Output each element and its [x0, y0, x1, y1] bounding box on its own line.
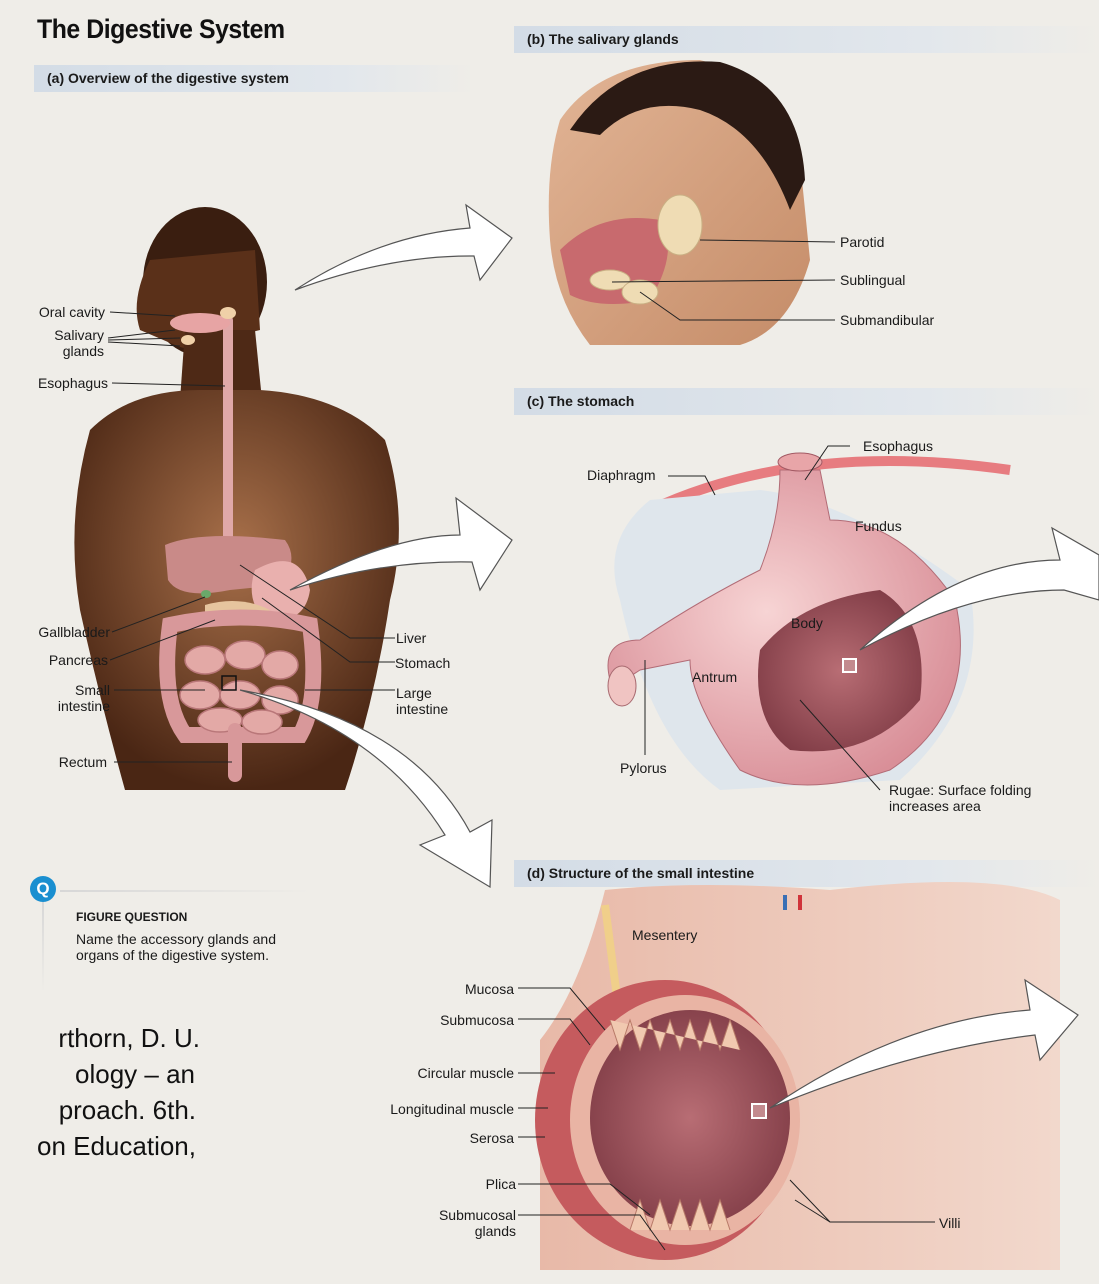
face-illustration — [549, 60, 810, 345]
figure-question-title: FIGURE QUESTION — [76, 910, 187, 924]
label-salivary-glands: Salivary glands — [36, 327, 104, 359]
question-icon: Q — [30, 876, 56, 902]
label-longitudinal-muscle: Longitudinal muscle — [370, 1101, 514, 1117]
label-submucosa: Submucosa — [400, 1012, 514, 1028]
label-pancreas: Pancreas — [10, 652, 108, 668]
label-parotid: Parotid — [840, 234, 884, 250]
label-sublingual: Sublingual — [840, 272, 905, 288]
label-rugae: Rugae: Surface folding increases area — [889, 782, 1049, 814]
question-divider — [42, 902, 44, 992]
label-serosa: Serosa — [400, 1130, 514, 1146]
small-intestine-illustration — [535, 882, 1060, 1270]
citation-line-4: on Education, — [0, 1128, 196, 1164]
label-esophagus-a: Esophagus — [10, 375, 108, 391]
label-rectum: Rectum — [10, 754, 107, 770]
label-pylorus: Pylorus — [620, 760, 667, 776]
citation-line-2: ology – an — [0, 1056, 195, 1092]
citation-line-1: rthorn, D. U. — [0, 1020, 200, 1056]
label-submandibular: Submandibular — [840, 312, 934, 328]
question-rule — [60, 890, 310, 892]
label-body: Body — [791, 615, 823, 631]
label-gallbladder: Gallbladder — [10, 624, 110, 640]
label-mucosa: Mucosa — [400, 981, 514, 997]
label-fundus: Fundus — [855, 518, 902, 534]
label-oral-cavity: Oral cavity — [20, 304, 105, 320]
label-mesentery: Mesentery — [632, 927, 697, 943]
label-small-intestine: Small intestine — [50, 682, 110, 714]
label-large-intestine: Large intestine — [396, 685, 458, 717]
label-liver: Liver — [396, 630, 426, 646]
label-antrum: Antrum — [692, 669, 737, 685]
label-circular-muscle: Circular muscle — [380, 1065, 514, 1081]
torso-figure — [74, 207, 399, 790]
label-stomach: Stomach — [395, 655, 450, 671]
label-villi: Villi — [939, 1215, 961, 1231]
label-esophagus-c: Esophagus — [863, 438, 933, 454]
label-diaphragm: Diaphragm — [587, 467, 655, 483]
label-plica: Plica — [400, 1176, 516, 1192]
figure-question-text: Name the accessory glands and organs of … — [76, 931, 291, 963]
label-submucosal-glands: Submucosal glands — [430, 1207, 516, 1239]
citation-line-3: proach. 6th. — [0, 1092, 196, 1128]
